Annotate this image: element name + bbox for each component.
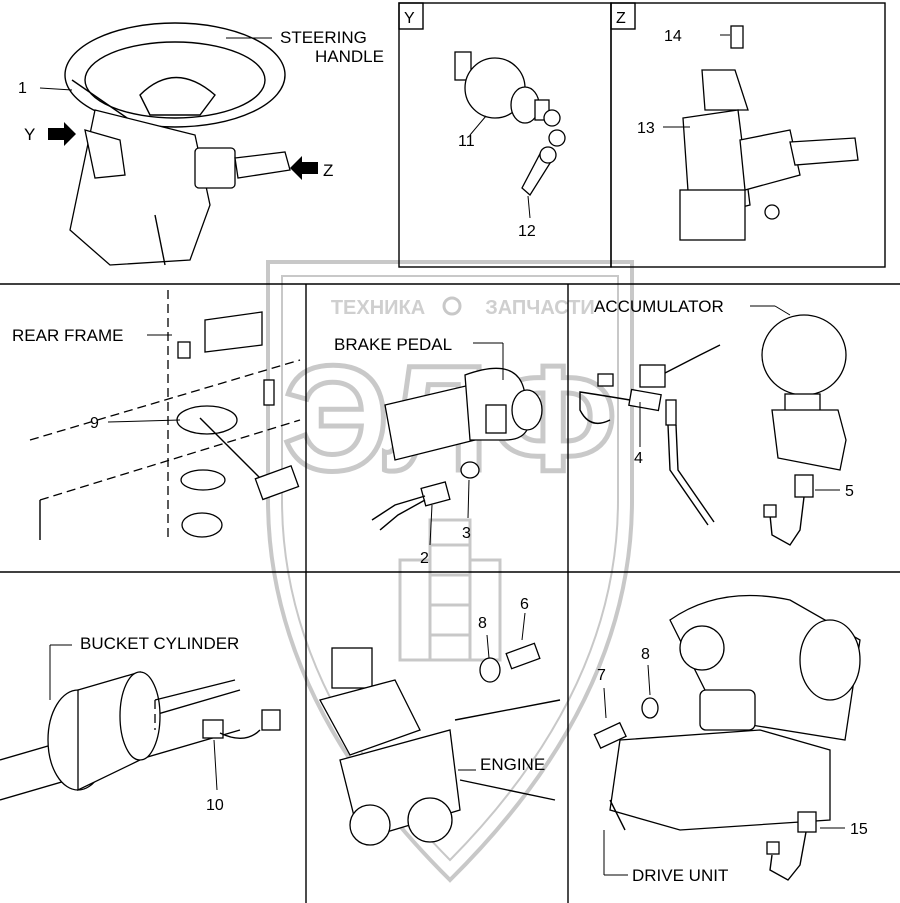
box-z-tag: [610, 2, 636, 30]
callout-6: 6: [520, 596, 529, 613]
callout-10: 10: [206, 797, 224, 814]
brake-pedal-label: BRAKE PEDAL: [334, 335, 452, 354]
bucket-cylinder-label: BUCKET CYLINDER: [80, 634, 239, 653]
ignition-switch: [454, 51, 566, 196]
callout-7: 7: [597, 667, 606, 684]
rear-frame-label: REAR FRAME: [12, 326, 123, 345]
rear-frame-assembly: [29, 290, 301, 540]
watermark-text-left: ТЕХНИКА: [331, 297, 425, 319]
callout-2: 2: [420, 550, 429, 567]
accumulator-label: ACCUMULATOR: [594, 297, 724, 316]
box-y-tag: [398, 2, 424, 30]
accumulator-assembly: [579, 314, 847, 546]
callout-9: 9: [90, 415, 99, 432]
bucket-cylinder-assembly: [0, 671, 281, 801]
panel-z-frame: [610, 2, 886, 268]
callout-13: 13: [637, 120, 655, 137]
callout-5: 5: [845, 483, 854, 500]
box-z-label: Z: [616, 10, 626, 27]
callout-11: 11: [458, 133, 475, 150]
engine-label: ENGINE: [480, 755, 545, 774]
callout-8-engine: 8: [478, 615, 487, 632]
watermark-text-right: ЗАПЧАСТИ: [485, 297, 595, 319]
arrow-z: Z: [290, 156, 333, 180]
arrow-y: Y: [24, 122, 76, 146]
callout-14: 14: [664, 28, 682, 45]
gear-icon: [442, 296, 462, 316]
view-z-label: Z: [323, 161, 333, 180]
panel-y-frame: [398, 2, 612, 268]
callout-3: 3: [462, 525, 471, 542]
callout-8-drive: 8: [641, 646, 650, 663]
callout-1: 1: [18, 80, 27, 97]
callout-15: 15: [850, 821, 868, 838]
callout-12: 12: [518, 223, 536, 240]
brake-pedal-assembly: [371, 367, 543, 531]
watermark-tower: [398, 518, 502, 662]
engine-assembly: [319, 642, 561, 846]
callout-4: 4: [634, 450, 643, 467]
steering-handle-label-1: STEERING: [280, 28, 367, 47]
drive-unit-assembly: [593, 594, 861, 881]
combination-switch: [679, 25, 859, 241]
watermark: ЭЛФ ТЕХНИКА ЗАПЧАСТИ: [266, 260, 634, 883]
drive-unit-label: DRIVE UNIT: [632, 866, 728, 885]
steering-handle-label-2: HANDLE: [315, 47, 384, 66]
view-y-label: Y: [24, 125, 35, 144]
box-y-label: Y: [404, 10, 415, 27]
steering-assembly: [64, 22, 291, 266]
